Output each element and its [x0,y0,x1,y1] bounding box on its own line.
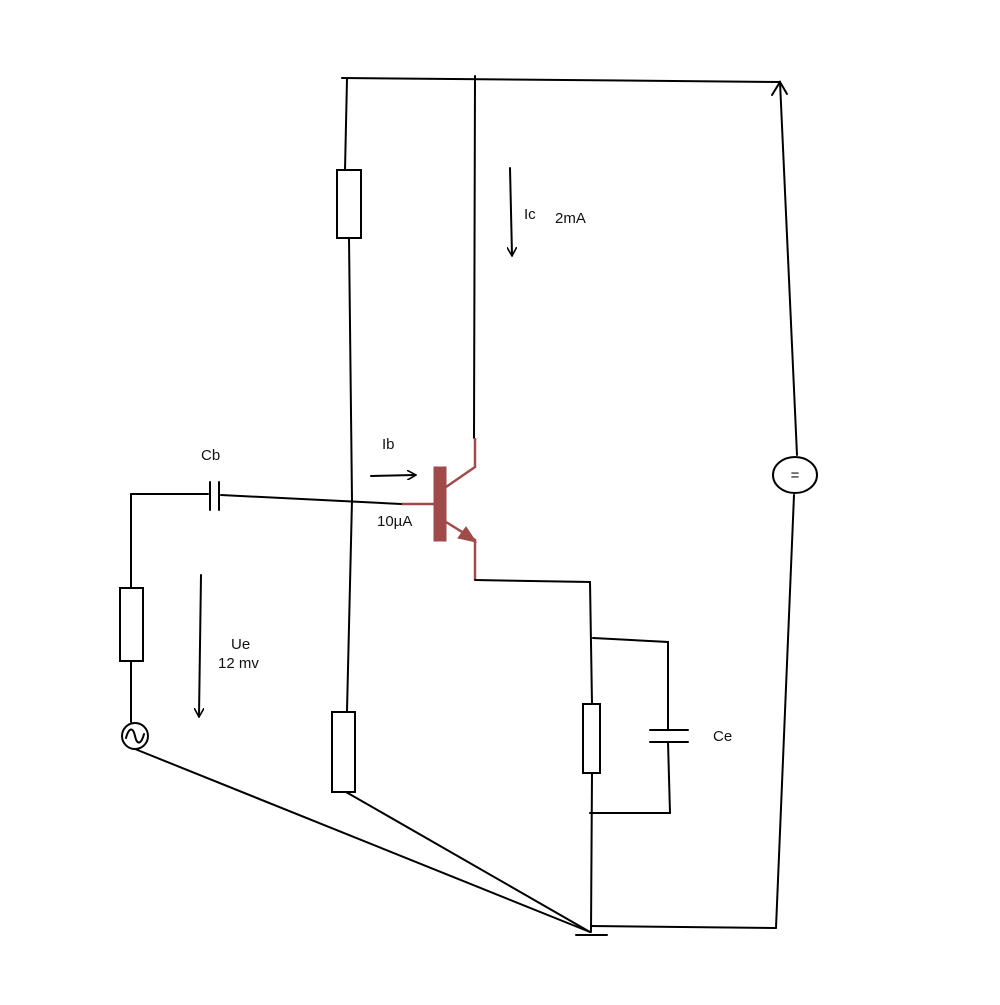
ic-indicator: Ic 2mA [510,167,586,255]
sine-wave-icon [125,728,145,744]
top-rail [341,77,781,83]
ue-value: 12 mv [218,655,259,672]
ib-label: Ib [382,436,395,453]
collector-wire [473,75,476,439]
dc-source-icon [772,456,818,494]
ic-value: 2mA [555,210,586,227]
supply-arrowhead [771,80,788,96]
ic-arrow [510,167,512,255]
ce-label: Ce [713,728,732,745]
npn-transistor [401,438,478,580]
dc-supply: = [771,80,818,929]
ib-indicator: Ib 10µA [370,436,415,530]
ue-label: Ue [231,636,250,653]
lower-base-resistor [331,711,356,793]
ue-indicator: Ue 12 mv [199,574,259,716]
transistor-emitter-arrow [457,526,478,543]
ground-wiring [134,748,777,936]
ib-value: 10µA [377,513,412,530]
base-divider-branch [331,78,362,793]
ue-arrow [199,574,201,716]
transistor-collector [445,438,477,489]
transistor-emitter [445,520,477,580]
ac-source [121,722,149,750]
dc-source-symbol: = [791,467,800,484]
upper-base-resistor [336,169,362,239]
transistor-base-bar [433,466,447,542]
ib-arrow [370,475,415,476]
cb-label: Cb [201,447,220,464]
input-branch: Cb [119,447,402,723]
source-resistor [119,587,144,662]
emitter-resistor [582,703,601,774]
emitter-network: Ce [474,579,732,933]
ic-label: Ic [524,206,536,223]
